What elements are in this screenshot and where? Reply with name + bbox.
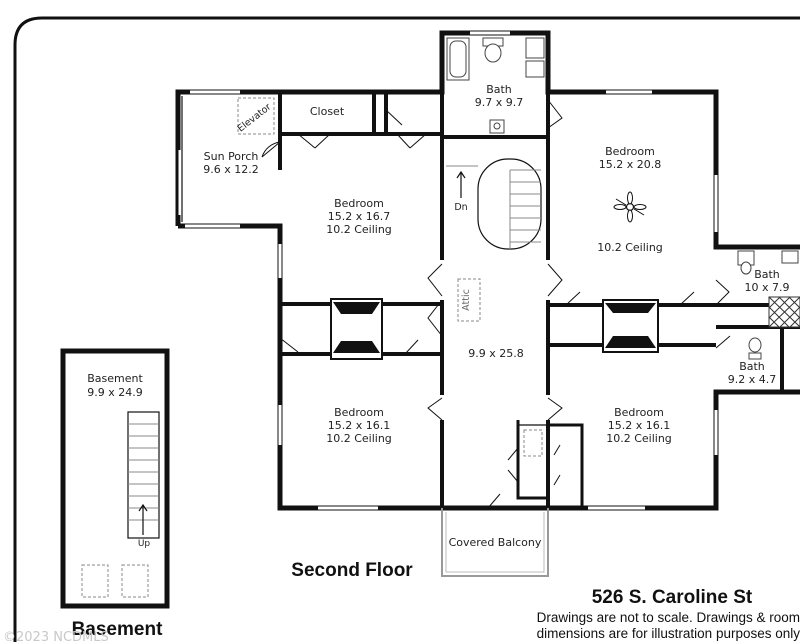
basement-plan: Basement 9.9 x 24.9 Up bbox=[60, 348, 170, 609]
second-floor-title: Second Floor bbox=[291, 560, 413, 581]
attic-label: Attic bbox=[461, 289, 472, 311]
stair-up-arrow-icon bbox=[138, 503, 148, 535]
bedroom-ne-name: Bedroom bbox=[605, 145, 655, 158]
basement-fixture bbox=[121, 564, 149, 598]
bedroom-se-name: Bedroom bbox=[614, 406, 664, 419]
fireplace-west bbox=[330, 298, 383, 360]
second-floor-plan bbox=[175, 30, 800, 577]
door-swings bbox=[261, 99, 731, 509]
ceiling-fan-icon bbox=[613, 191, 647, 223]
covered-balcony-outline bbox=[441, 508, 549, 577]
exterior-wall-south bbox=[548, 389, 800, 511]
closet-label: Closet bbox=[310, 105, 345, 118]
basement-stair-label: Up bbox=[138, 539, 151, 549]
bedroom-sw-name: Bedroom bbox=[334, 406, 384, 419]
basement-title: Basement bbox=[72, 619, 163, 640]
hall-dims: 9.9 x 25.8 bbox=[468, 347, 524, 360]
bedroom-sw-ceiling: 10.2 Ceiling bbox=[326, 432, 392, 445]
exterior-wall-west bbox=[178, 223, 548, 511]
elevator-shaft bbox=[237, 97, 275, 135]
basement-stairs bbox=[127, 411, 160, 539]
disclaimer-line-2: dimensions are for illustration purposes… bbox=[537, 626, 800, 641]
bath-east-dims: 10 x 7.9 bbox=[745, 281, 790, 294]
exterior-wall-top bbox=[175, 30, 800, 250]
stair-down-arrow-icon bbox=[456, 170, 466, 198]
balcony-label: Covered Balcony bbox=[449, 536, 542, 549]
basement-fixture bbox=[81, 564, 109, 598]
basement-room-dims: 9.9 x 24.9 bbox=[87, 386, 143, 399]
bedroom-nw-name: Bedroom bbox=[334, 197, 384, 210]
fireplace-east bbox=[602, 299, 659, 353]
bedroom-nw-dims: 15.2 x 16.7 bbox=[328, 210, 391, 223]
bath-top-name: Bath bbox=[486, 83, 512, 96]
sun-porch-dims: 9.6 x 12.2 bbox=[203, 163, 259, 176]
bedroom-nw-ceiling: 10.2 Ceiling bbox=[326, 223, 392, 236]
bath-top-fixtures bbox=[446, 37, 545, 134]
watermark: ©2023 NCDMLS bbox=[3, 630, 109, 642]
hall-stair-label: Dn bbox=[454, 202, 467, 213]
basement-room-name: Basement bbox=[87, 372, 143, 385]
bedroom-ne-dims: 15.2 x 20.8 bbox=[599, 158, 662, 171]
bath-top-dims: 9.7 x 9.7 bbox=[475, 96, 524, 109]
attic-hatch bbox=[457, 278, 481, 322]
page-frame bbox=[13, 16, 800, 642]
bath-east-name: Bath bbox=[754, 268, 780, 281]
address-title: 526 S. Caroline St bbox=[592, 587, 753, 608]
bath-small-name: Bath bbox=[739, 360, 765, 373]
basement-walls bbox=[60, 348, 170, 609]
disclaimer-line-1: Drawings are not to scale. Drawings & ro… bbox=[537, 610, 800, 625]
sun-porch-name: Sun Porch bbox=[204, 150, 259, 163]
bath-small-dims: 9.2 x 4.7 bbox=[728, 373, 777, 386]
bath-east-fixtures bbox=[737, 250, 800, 360]
bedroom-se-dims: 15.2 x 16.1 bbox=[608, 419, 671, 432]
bedroom-se-ceiling: 10.2 Ceiling bbox=[606, 432, 672, 445]
elevator-label: Elevator bbox=[236, 102, 274, 135]
bedroom-ne-ceiling: 10.2 Ceiling bbox=[597, 241, 663, 254]
bedroom-sw-dims: 15.2 x 16.1 bbox=[328, 419, 391, 432]
